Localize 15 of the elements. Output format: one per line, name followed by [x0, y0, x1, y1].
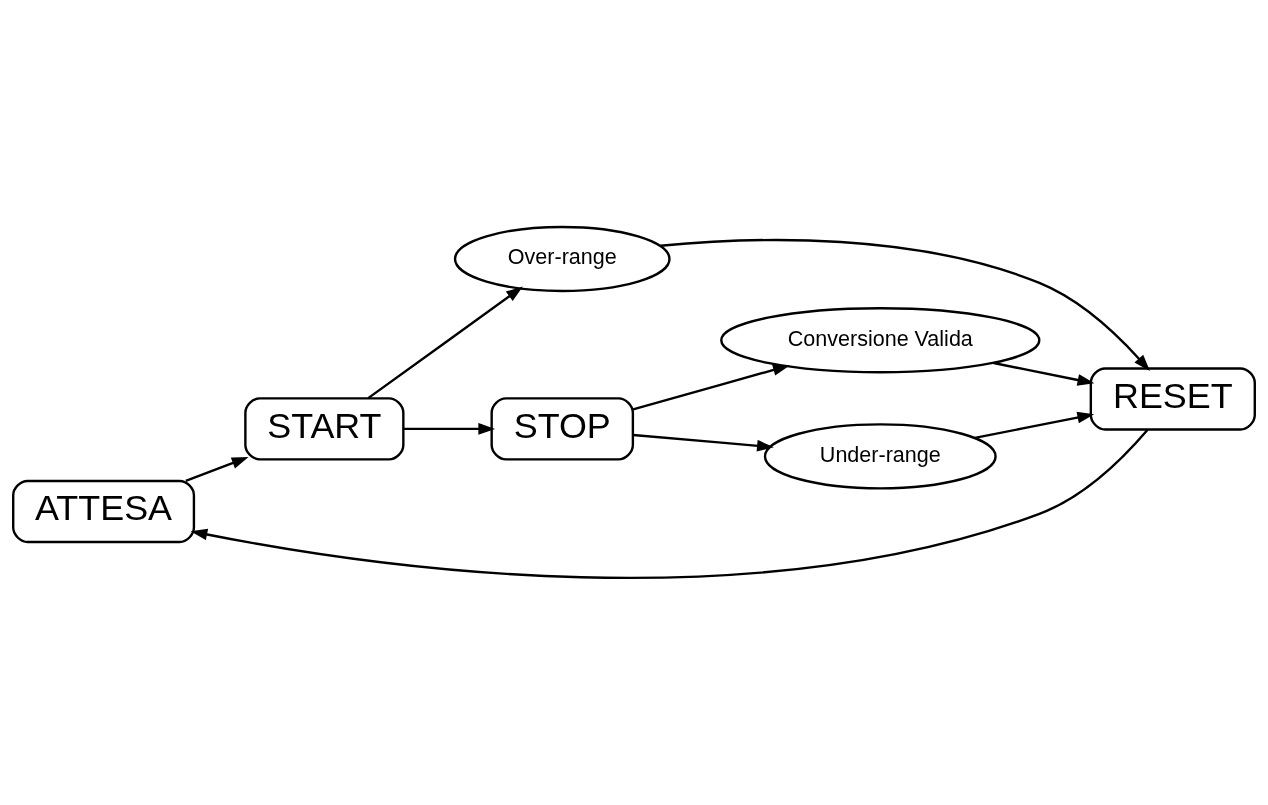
arrow: [185, 457, 249, 482]
node-box: START: [244, 397, 405, 461]
node-ellipse: Over-range: [453, 225, 671, 293]
arrow: [633, 433, 774, 452]
arrow: [632, 364, 790, 411]
arrow: [993, 361, 1095, 386]
node-box: ATTESA: [12, 479, 196, 544]
arrow: [367, 286, 523, 400]
node-box: STOP: [490, 397, 635, 461]
node-ellipse: Under-range: [763, 423, 997, 490]
arrow: [403, 423, 496, 435]
arrow: [974, 411, 1095, 440]
arrow: [660, 238, 1150, 372]
node-box: RESET: [1089, 367, 1256, 431]
arrow: [190, 428, 1149, 579]
